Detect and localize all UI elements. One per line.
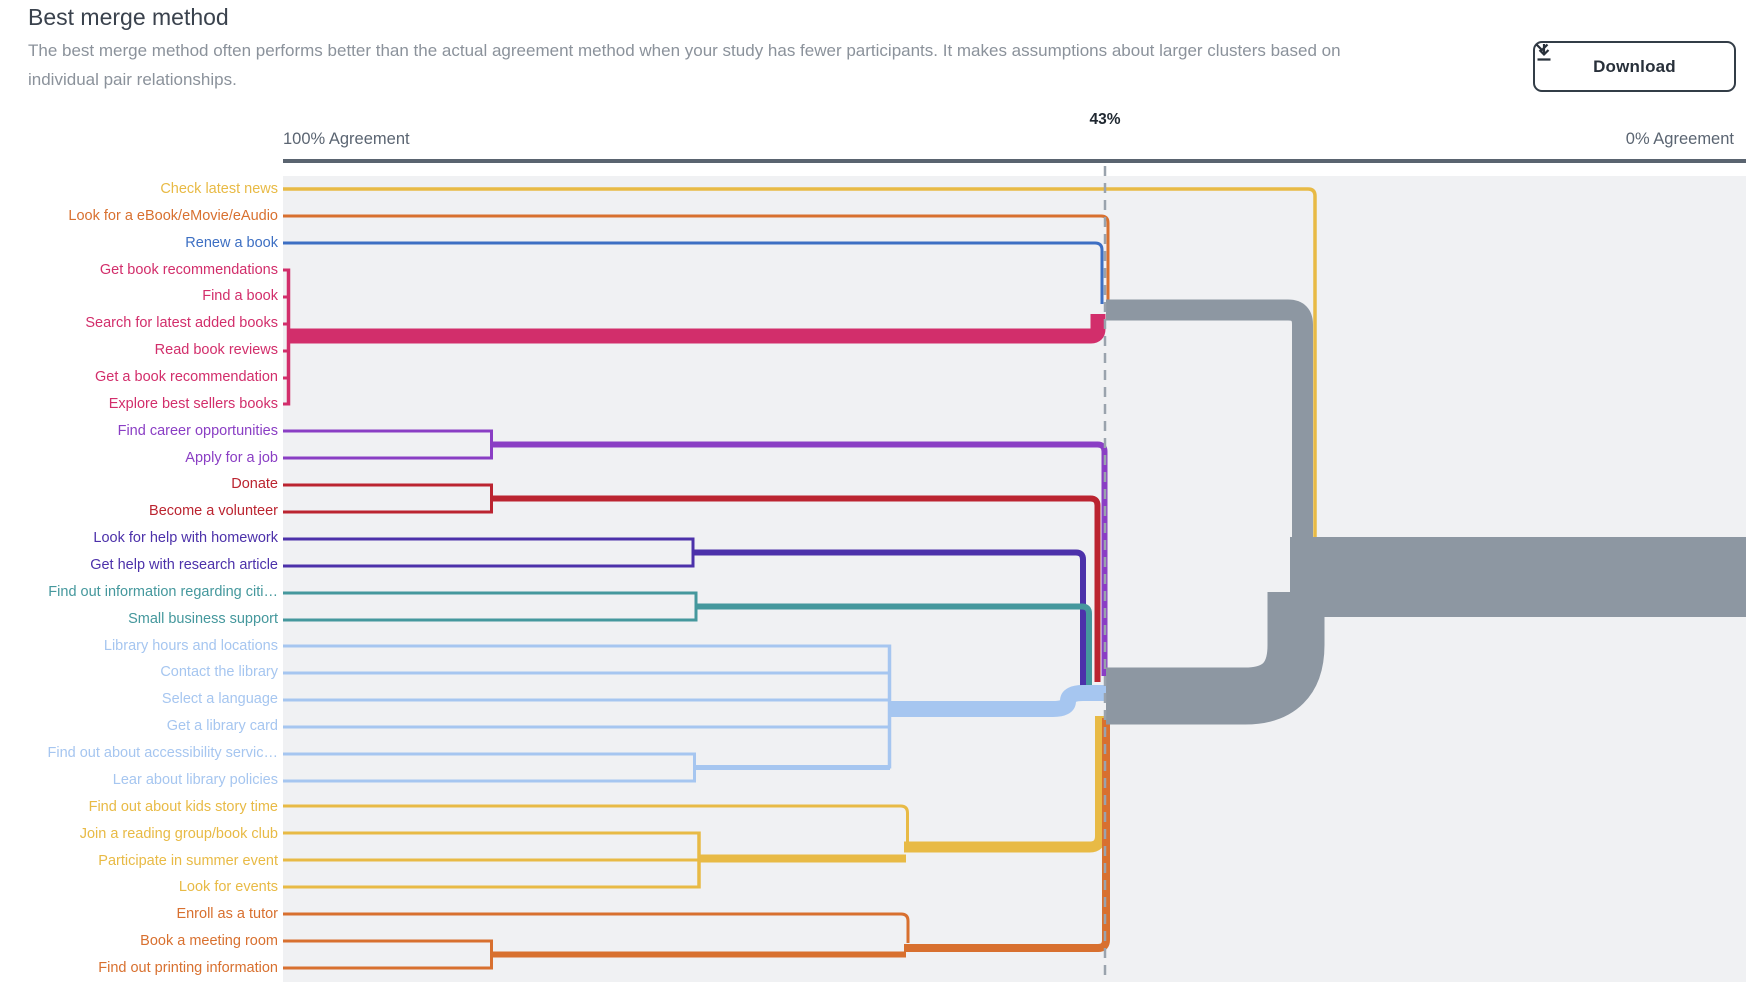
dendrogram-leaf-label-20: Get a library card — [166, 718, 278, 735]
cluster-events-leaves — [283, 804, 909, 889]
page-title: Best merge method — [28, 4, 229, 30]
cluster-events-band — [904, 716, 1106, 853]
axis-label-100: 100% Agreement — [283, 130, 410, 148]
cluster-libraryinfo-lines — [283, 644, 890, 783]
dendrogram-leaf-label-14: Get help with research article — [90, 557, 278, 574]
cluster-homework-band — [693, 549, 1086, 688]
cluster-donate-band — [491, 495, 1101, 682]
dendrogram-leaf-label-9: Find career opportunities — [117, 422, 278, 439]
dendrogram-leaf-label-3: Get book recommendations — [99, 261, 278, 278]
dendrogram-leaf-label-7: Get a book recommendation — [95, 369, 278, 386]
dendrogram-leaf-label-2: Renew a book — [185, 234, 278, 251]
dendrogram-leaf-label-16: Small business support — [128, 610, 278, 627]
dendrogram-leaf-label-8: Explore best sellers books — [108, 395, 278, 412]
cluster-rooms-leaves — [283, 912, 910, 970]
dendrogram-leaf-label-17: Library hours and locations — [103, 637, 278, 654]
merged-bottom-cluster-band — [1106, 592, 1325, 725]
dendrogram-leaf-label-27: Enroll as a tutor — [176, 906, 278, 923]
page-description: The best merge method often performs bet… — [28, 41, 1341, 89]
leaf-renew-a-book-path — [283, 241, 1104, 304]
dendrogram-leaf-label-13: Look for help with homework — [93, 530, 278, 547]
dendrogram-leaf-label-1: Look for a eBook/eMovie/eAudio — [68, 207, 278, 224]
chevron-down-icon — [1535, 43, 1549, 52]
dendrogram-leaf-label-29: Find out printing information — [98, 959, 278, 976]
dendrogram-leaf-label-0: Check latest news — [160, 181, 278, 197]
cluster-business-band — [696, 603, 1092, 691]
dendrogram-leaf-label-25: Participate in summer event — [98, 852, 278, 869]
cluster-books-stubs — [283, 268, 290, 406]
download-button-label: Download — [1593, 56, 1676, 76]
dendrogram-leaf-label-26: Look for events — [178, 879, 278, 896]
merged-top-cluster-band — [1106, 299, 1313, 562]
dendrogram-leaf-label-15: Find out information regarding citi… — [48, 583, 278, 600]
cluster-books-band — [288, 314, 1106, 344]
dendrogram-leaf-label-5: Search for latest added books — [85, 315, 278, 332]
dendrogram-leaf-label-12: Become a volunteer — [149, 503, 278, 520]
dendrogram-leaf-label-18: Contact the library — [160, 664, 278, 681]
dendrogram-leaf-label-4: Find a book — [202, 288, 278, 305]
dendrogram-leaf-label-11: Donate — [231, 476, 278, 493]
dendrogram-leaf-label-24: Join a reading group/book club — [79, 825, 278, 842]
dendrogram-leaf-label-23: Find out about kids story time — [88, 798, 278, 815]
axis-label-0: 0% Agreement — [1625, 130, 1734, 148]
download-button[interactable]: Download — [1533, 41, 1736, 92]
dendrogram-leaf-label-21: Find out about accessibility servic… — [47, 745, 279, 762]
leaf-check-latest-news-path — [283, 187, 1317, 545]
dendrogram-leaf-label-28: Book a meeting room — [140, 933, 278, 950]
dendrogram-leaf-label-6: Read book reviews — [154, 342, 278, 359]
cluster-careers-band — [491, 441, 1108, 676]
dendrogram-leaf-label-10: Apply for a job — [185, 449, 278, 466]
dendrogram-leaf-label-22: Lear about library policies — [112, 771, 278, 788]
cluster-libraryinfo-band — [889, 685, 1114, 717]
dendrogram-leaf-label-19: Select a language — [161, 691, 278, 708]
agreement-marker-value: 43% — [1089, 111, 1121, 128]
